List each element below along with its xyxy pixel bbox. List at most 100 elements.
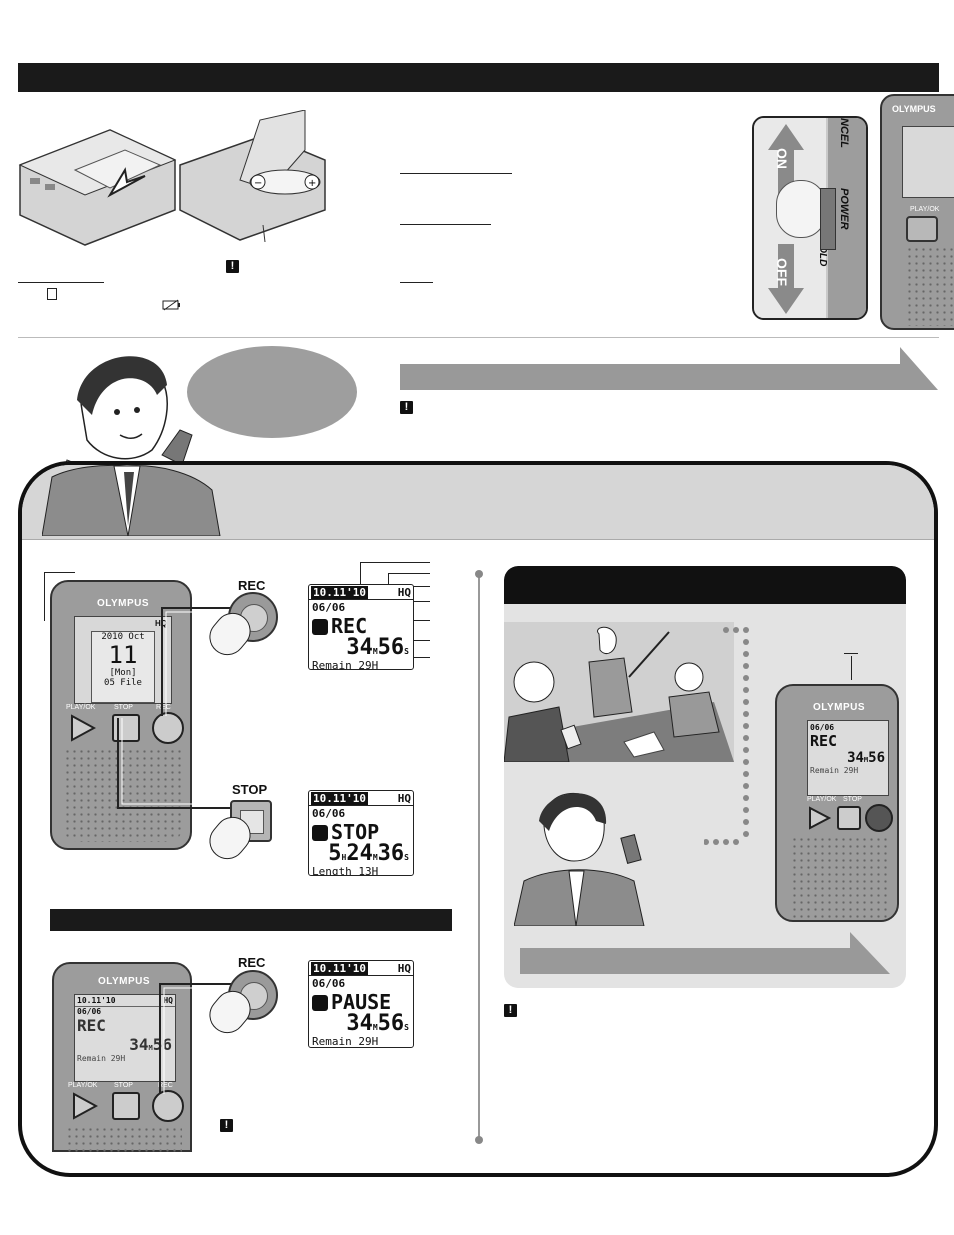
man-recording-illustration [514,793,645,926]
button-connector-lines [159,983,238,1094]
stop-button[interactable] [112,1092,140,1120]
callout-line [404,586,430,587]
callout-line [44,572,75,621]
pause-section-header [50,909,452,931]
divider-dot-bottom [475,1136,483,1144]
stop-label: STOP [114,1082,133,1089]
rec-label: REC [158,1082,173,1089]
screen-unit-m: M [148,1044,153,1052]
lcd-bottom: Remain 29H [312,659,379,670]
column-divider [478,574,480,1140]
speaker-grille [791,836,891,918]
power-slider[interactable] [820,188,836,250]
section-divider [18,337,939,338]
arrow-down-icon [768,244,804,314]
text-underline [400,173,512,174]
stop-mode-icon [312,825,328,841]
lcd-date: 10.11'10 [311,961,368,975]
lcd-minutes: 34 [346,1011,373,1036]
lcd-unit-m: M [372,647,378,656]
lcd-mode: REC [331,614,368,638]
speech-bubble [187,346,357,438]
play-ok-label: PLAY/OK [910,206,940,213]
warning-icon: ! [226,260,239,273]
rec-button[interactable] [865,804,893,832]
lcd-unit-h: H [341,853,347,862]
speaker-grille [64,748,182,842]
device-screen: HQ 2010 Oct 11 [Mon] 05 File [74,616,172,704]
lcd-minutes: 34 [346,635,373,660]
callout-line [360,562,361,588]
rec-label: REC [156,704,171,711]
recorder-back-closed [18,129,177,246]
lcd-minutes: 24 [346,841,373,866]
callout-line [360,562,430,563]
play-ok-button[interactable] [70,1092,98,1120]
battery-low-icon [162,299,180,311]
text-underline [400,224,491,225]
lcd-date: 10.11'10 [311,791,368,805]
speaker-grille [66,1126,182,1152]
stop-button[interactable] [112,714,140,742]
recorder-front: OLYMPUS HQ 2010 Oct 11 [Mon] 05 File PLA… [50,580,192,850]
lcd-mode: STOP [331,820,380,844]
process-arrow-banner [400,347,938,390]
warning-icon: ! [504,1004,517,1017]
on-label: ON [774,148,790,169]
calendar-display: 2010 Oct 11 [Mon] 05 File [91,631,155,703]
screen-seconds: 56 [152,1035,172,1054]
dotted-connector [704,627,749,845]
rec-button-label: REC [238,578,266,593]
callout-line [388,573,430,574]
device-screen [902,126,954,198]
lcd-hours: 5 [328,841,342,866]
cancel-label: NCEL [838,118,850,148]
screen-unit-m: M [863,756,869,764]
lcd-seconds: 56 [377,1011,405,1036]
calendar-date: 2010 Oct [101,632,145,642]
play-ok-button[interactable] [807,806,831,830]
button-connector-lines [117,607,240,809]
lcd-quality: HQ [397,585,411,599]
lcd-quality: HQ [397,791,411,805]
screen-seconds: 56 [868,750,885,766]
section-header-bar [18,63,939,92]
lcd-file: 06/06 [312,807,346,820]
power-switch-closeup: ON OFF NCEL POWER HOLD [752,116,868,320]
play-ok-label: PLAY/OK [66,704,96,711]
callout-line [844,653,858,654]
svg-text:+: + [308,178,316,189]
battery-full-icon [47,288,57,300]
lcd-seconds: 36 [377,841,405,866]
man-body-overlap [42,464,221,536]
callout-line [412,640,430,641]
meeting-illustration [504,622,734,762]
play-ok-label: PLAY/OK [807,796,837,803]
screen-minutes: 34 [847,750,864,766]
svg-text:−: − [254,178,262,189]
play-ok-label: PLAY/OK [68,1082,98,1089]
callout-line [388,573,389,589]
speaker-grille [906,246,954,326]
screen-bottom: Remain 29H [77,1054,126,1063]
rec-button[interactable] [152,1090,184,1122]
play-ok-button[interactable] [68,714,96,742]
callout-line [851,656,852,680]
device-logo: OLYMPUS [96,598,150,609]
screen-mode: REC [77,1016,106,1035]
lcd-unit-m: M [372,853,378,862]
text-underline [18,282,104,283]
stop-button-label: STOP [232,782,268,797]
text-underline [400,282,433,283]
finger-thumb [776,180,826,238]
recorder-side-view: OLYMPUS PLAY/OK [880,94,954,330]
stop-button[interactable] [837,806,861,830]
play-ok-button[interactable] [906,216,938,242]
arrow-up-icon [768,124,804,194]
rec-button[interactable] [152,712,184,744]
device-screen: 06/06 REC 34M56 Remain 29H [807,720,889,796]
divider-dot-top [475,570,483,578]
